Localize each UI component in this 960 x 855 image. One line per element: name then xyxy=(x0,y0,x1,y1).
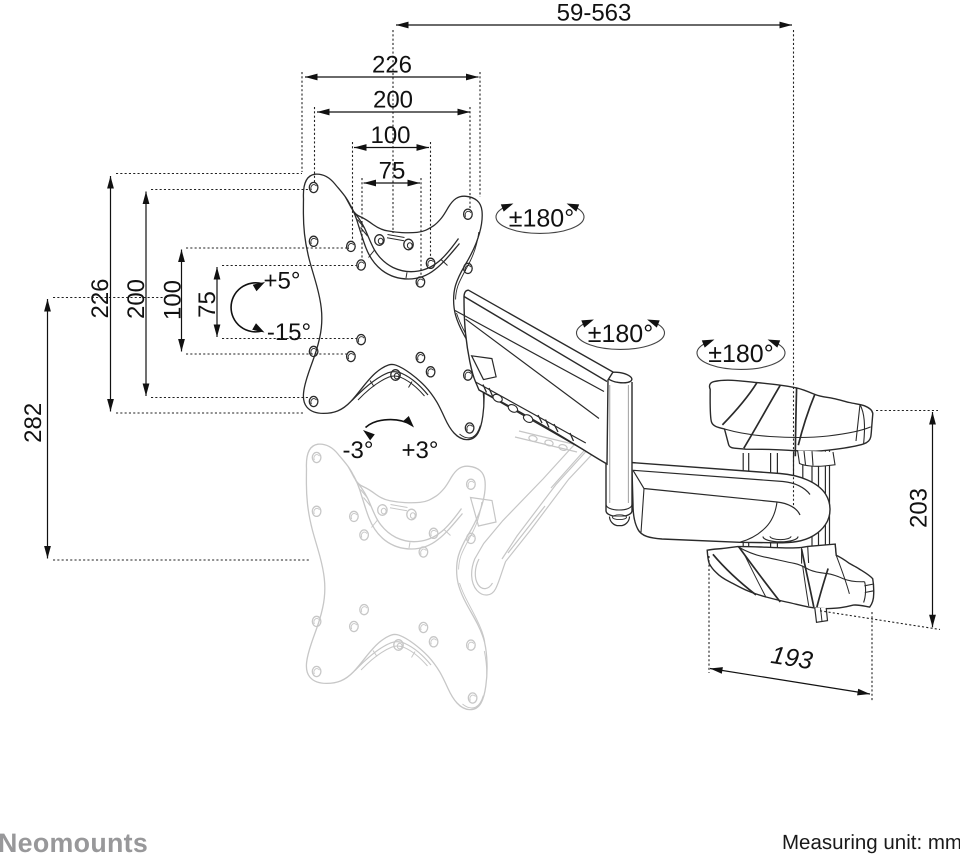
svg-text:-3°: -3° xyxy=(343,437,374,464)
svg-text:59-563: 59-563 xyxy=(557,0,632,27)
svg-text:Neomounts: Neomounts xyxy=(0,828,148,855)
svg-text:203: 203 xyxy=(906,488,933,528)
svg-text:±180°: ±180° xyxy=(708,340,773,368)
svg-text:193: 193 xyxy=(769,641,815,675)
svg-text:200: 200 xyxy=(373,87,413,114)
svg-text:200: 200 xyxy=(123,279,150,319)
svg-text:±180°: ±180° xyxy=(588,320,653,348)
svg-text:226: 226 xyxy=(87,278,114,318)
svg-text:282: 282 xyxy=(20,403,47,443)
svg-text:-15°: -15° xyxy=(267,319,311,346)
svg-text:Measuring unit: mm: Measuring unit: mm xyxy=(782,831,960,854)
svg-text:100: 100 xyxy=(370,122,410,149)
svg-text:±180°: ±180° xyxy=(509,205,574,233)
svg-text:75: 75 xyxy=(194,291,221,318)
svg-text:+3°: +3° xyxy=(402,437,439,464)
svg-text:100: 100 xyxy=(160,280,187,320)
svg-text:226: 226 xyxy=(372,52,412,79)
svg-text:+5°: +5° xyxy=(264,267,301,294)
svg-text:75: 75 xyxy=(379,158,406,185)
